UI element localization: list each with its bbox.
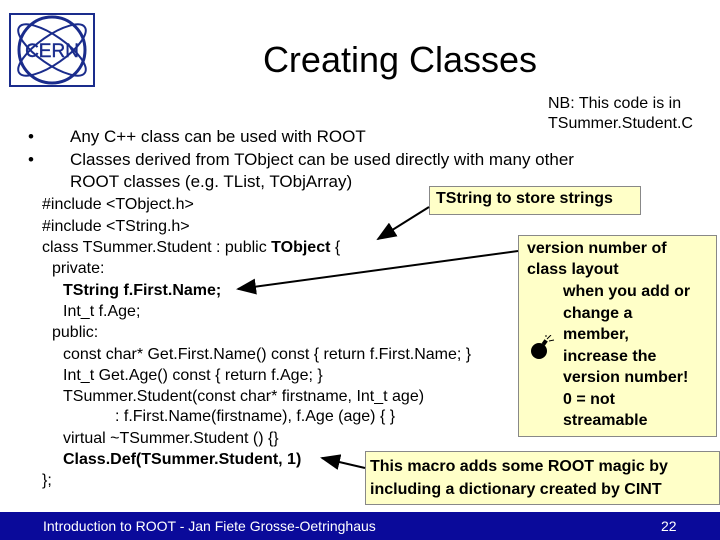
callout-version-line: streamable	[563, 412, 648, 429]
callout-version-line: when you add or	[563, 283, 691, 300]
callout-macro-line: including a dictionary created by CINT	[370, 481, 662, 498]
code-class-suffix: {	[330, 239, 341, 256]
cern-logo-graphic: CERN	[9, 13, 95, 87]
code-public: public:	[52, 324, 99, 341]
code-constructor-init: : f.First.Name(firstname), f.Age (age) {…	[115, 408, 396, 425]
callout-version-line: increase the	[563, 348, 657, 365]
callout-classdef-macro: This macro adds some ROOT magic by inclu…	[365, 451, 720, 505]
callout-version-line: change a	[563, 305, 633, 322]
arrow-to-classdef	[320, 454, 366, 470]
bullet-marker: •	[28, 127, 34, 146]
callout-tstring-text: TString to store strings	[436, 190, 613, 207]
callout-tstring: TString to store strings	[429, 186, 641, 215]
code-base-class: TObject	[271, 239, 331, 256]
bullet-text: Any C++ class can be used with ROOT	[70, 127, 366, 146]
code-getter-firstname: const char* Get.First.Name() const { ret…	[63, 346, 472, 363]
code-destructor: virtual ~TSummer.Student () {}	[63, 430, 279, 447]
code-constructor: TSummer.Student(const char* firstname, I…	[63, 388, 425, 405]
code-include-tstring: #include <TString.h>	[42, 218, 190, 235]
callout-version-line: version number of	[527, 240, 667, 257]
logo-text: CERN	[25, 41, 79, 62]
code-private: private:	[52, 260, 105, 277]
bullet-marker: •	[28, 150, 34, 169]
code-member-firstname: TString f.First.Name;	[63, 282, 222, 299]
callout-version: version number of class layout when you …	[518, 235, 717, 437]
callout-version-line: class layout	[527, 261, 619, 278]
callout-version-line: member,	[563, 326, 629, 343]
code-include-tobject: #include <TObject.h>	[42, 196, 194, 213]
footer-bar: Introduction to ROOT - Jan Fiete Grosse-…	[0, 512, 720, 540]
note-line-2: TSummer.Student.C	[548, 115, 693, 132]
code-class-decl: class TSummer.Student : public TObject {	[42, 237, 340, 258]
code-getter-age: Int_t Get.Age() const { return f.Age; }	[63, 367, 323, 384]
cern-logo: CERN	[8, 10, 96, 90]
code-member-age: Int_t f.Age;	[63, 303, 141, 320]
callout-version-line: 0 = not	[563, 391, 616, 408]
bullet-text-continued: ROOT classes (e.g. TList, TObjArray)	[70, 172, 353, 191]
note-line-1: NB: This code is in	[548, 95, 682, 112]
code-class-end: };	[42, 472, 52, 489]
bomb-icon	[531, 335, 555, 359]
bullet-text: Classes derived from TObject can be used…	[70, 150, 574, 169]
code-class-prefix: class TSummer.Student : public	[42, 239, 272, 256]
note-text: NB: This code is in TSummer.Student.C	[548, 94, 693, 134]
arrow-to-tobject	[376, 206, 430, 241]
code-classdef-macro: Class.Def(TSummer.Student, 1)	[63, 451, 302, 468]
slide-title: Creating Classes	[262, 39, 538, 80]
callout-macro-line: This macro adds some ROOT magic by	[370, 458, 668, 475]
footer-text: Introduction to ROOT - Jan Fiete Grosse-…	[43, 518, 376, 534]
callout-version-line: version number!	[563, 369, 689, 386]
page-number: 22	[661, 518, 677, 534]
